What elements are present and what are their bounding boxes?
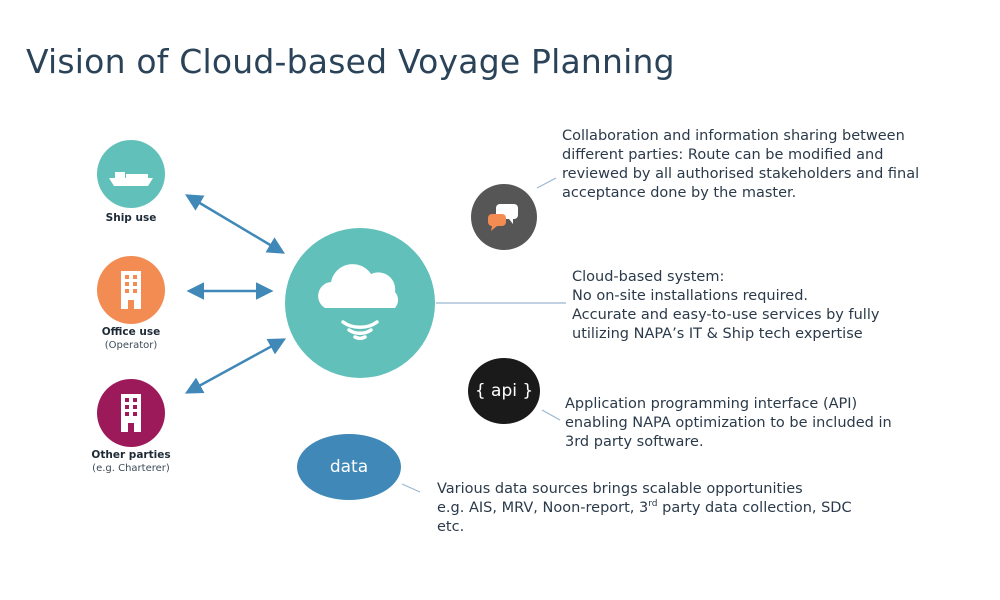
api-description: Application programming interface (API) …: [565, 395, 892, 452]
data-line-part: e.g. AIS, MRV, Noon-report, 3: [437, 500, 649, 516]
collaboration-line: different parties: Route can be modified…: [562, 147, 884, 163]
data-line: e.g. AIS, MRV, Noon-report, 3rd party da…: [437, 499, 852, 518]
other-parties-text: Other parties: [91, 449, 171, 461]
data-description: Various data sources brings scalable opp…: [437, 480, 852, 537]
other-cloud-arrow: [184, 338, 287, 394]
ship-use-circle: [97, 140, 165, 208]
cloud-line: Accurate and easy-to-use services by ful…: [572, 307, 880, 323]
ship-icon: [109, 172, 153, 186]
data-leader-line: [401, 483, 421, 493]
office-use-text: Office use: [101, 326, 161, 338]
office-use-circle: [97, 256, 165, 324]
cloud-hub-circle: [285, 228, 435, 378]
office-building-icon: [121, 271, 141, 309]
collaboration-line: Collaboration and information sharing be…: [562, 128, 905, 144]
ship-cloud-arrow: [184, 194, 286, 254]
office-use-label: Office use (Operator): [61, 326, 201, 351]
collaboration-line: reviewed by all authorised stakeholders …: [562, 166, 920, 182]
api-line: 3rd party software.: [565, 434, 704, 450]
cloud-line: No on-site installations required.: [572, 288, 809, 304]
cloud-description: Cloud-based system: No on-site installat…: [572, 268, 879, 344]
collaboration-line: acceptance done by the master.: [562, 185, 797, 201]
cloud-line: Cloud-based system:: [572, 269, 725, 285]
office-use-sub: (Operator): [104, 340, 158, 351]
data-line-part: party data collection, SDC: [657, 500, 852, 516]
other-building-icon: [121, 394, 141, 432]
other-parties-circle: [97, 379, 165, 447]
collaboration-description: Collaboration and information sharing be…: [562, 127, 919, 203]
cloud-wifi-icon: [318, 264, 399, 341]
page-title: Vision of Cloud-based Voyage Planning: [26, 42, 675, 81]
cloud-line: utilizing NAPA’s IT & Ship tech expertis…: [572, 326, 863, 342]
api-leader-line: [541, 409, 561, 421]
collab-leader-line: [536, 177, 557, 189]
api-icon: { api }: [468, 358, 540, 424]
api-line: Application programming interface (API): [565, 396, 858, 412]
ship-use-text: Ship use: [105, 212, 157, 224]
data-icon: data: [297, 434, 401, 500]
ship-use-label: Ship use: [61, 212, 201, 224]
other-parties-sub: (e.g. Charterer): [92, 463, 170, 474]
data-line: Various data sources brings scalable opp…: [437, 481, 803, 497]
api-line: enabling NAPA optimization to be include…: [565, 415, 892, 431]
collaboration-circle: [471, 184, 537, 250]
chat-bubbles-icon: [488, 204, 518, 231]
other-parties-label: Other parties (e.g. Charterer): [61, 449, 201, 474]
data-line: etc.: [437, 519, 465, 535]
data-line-superscript: rd: [648, 499, 658, 509]
